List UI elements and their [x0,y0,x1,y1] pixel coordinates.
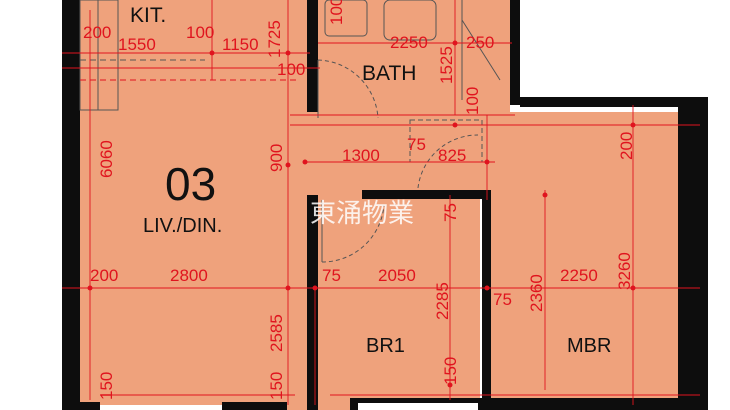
wall-mbr-top [520,97,708,107]
basin [324,0,368,37]
doors [321,134,479,263]
dim-kit-100: 100 [186,23,214,42]
mbr-floor [490,112,678,410]
dim-liv-200: 200 [90,266,118,285]
dim-mbr-3260: 3260 [615,252,634,290]
dim-hall-1300: 1300 [342,146,380,165]
kitchen-label: KIT. [130,4,166,27]
shower-door [461,19,501,81]
wall-bath-left [307,0,318,112]
bath-label: BATH [362,62,416,85]
dim-hall-75-vert: 75 [441,203,460,222]
dim-mbr-75: 75 [493,290,512,309]
kitchen-counter [79,0,119,111]
dim-mbr-2360: 2360 [527,274,546,312]
dim-br1-2050: 2050 [378,266,416,285]
dim-bath-100-top: 100 [327,0,346,25]
dim-mbr-2250: 2250 [560,266,598,285]
dimension-ticks [87,40,636,388]
wall-bottom-mid [222,402,287,410]
dim-br1-2285: 2285 [433,282,452,320]
br1-label: BR1 [366,335,405,357]
dim-hall-825: 825 [438,146,466,165]
bath-floor [318,0,510,112]
wall-bath-right [510,0,520,105]
dim-hall-75: 75 [407,135,426,154]
dim-liv-6060: 6060 [97,140,116,178]
dim-kit-1550: 1550 [118,35,156,54]
mbr-label: MBR [567,335,611,357]
mbr-door-swing [417,134,479,189]
br1-floor [318,197,480,410]
dim-kit-1725: 1725 [265,20,284,58]
dim-liv-150-right: 150 [267,372,286,400]
dim-br1-150: 150 [441,357,460,385]
window-bottom-right [358,403,478,410]
window-bottom-left [100,405,222,410]
dim-mbr-200: 200 [617,132,636,160]
toilet [383,0,437,41]
dim-kit-200: 200 [83,23,111,42]
wall-br1-left [307,195,318,410]
windows [100,403,478,410]
wall-br1-top [362,190,490,199]
dimension-lines [62,0,700,405]
dim-br1-75: 75 [322,266,341,285]
bath-fixtures [317,0,501,163]
unit-number: 03 [165,158,216,210]
dim-liv-2800: 2800 [170,266,208,285]
floor-areas [80,0,678,410]
living-dining-floor [80,80,310,410]
dim-bath-250: 250 [466,33,494,52]
wall-left-outer [62,0,80,410]
walls [62,0,708,410]
dim-kit-1150: 1150 [222,35,259,54]
dim-liv-150-left: 150 [97,372,116,400]
dim-liv-2585: 2585 [267,314,286,352]
dim-bath-2250: 2250 [390,33,428,52]
wall-br1-right [482,190,491,410]
wall-right-outer [678,97,708,410]
bath-door-swing [317,59,379,119]
kitchen-fixtures [79,0,205,111]
dim-bath-1525: 1525 [437,46,456,84]
wardrobe-dashed [409,119,483,163]
dim-bath-100-left: 100 [277,60,305,79]
dim-liv-900: 900 [267,144,286,172]
dim-bath-100-vert: 100 [463,87,482,115]
wall-bottom-left [80,402,100,410]
living-dining-label: LIV./DIN. [143,215,222,237]
watermark: 東涌物業 [310,199,414,229]
